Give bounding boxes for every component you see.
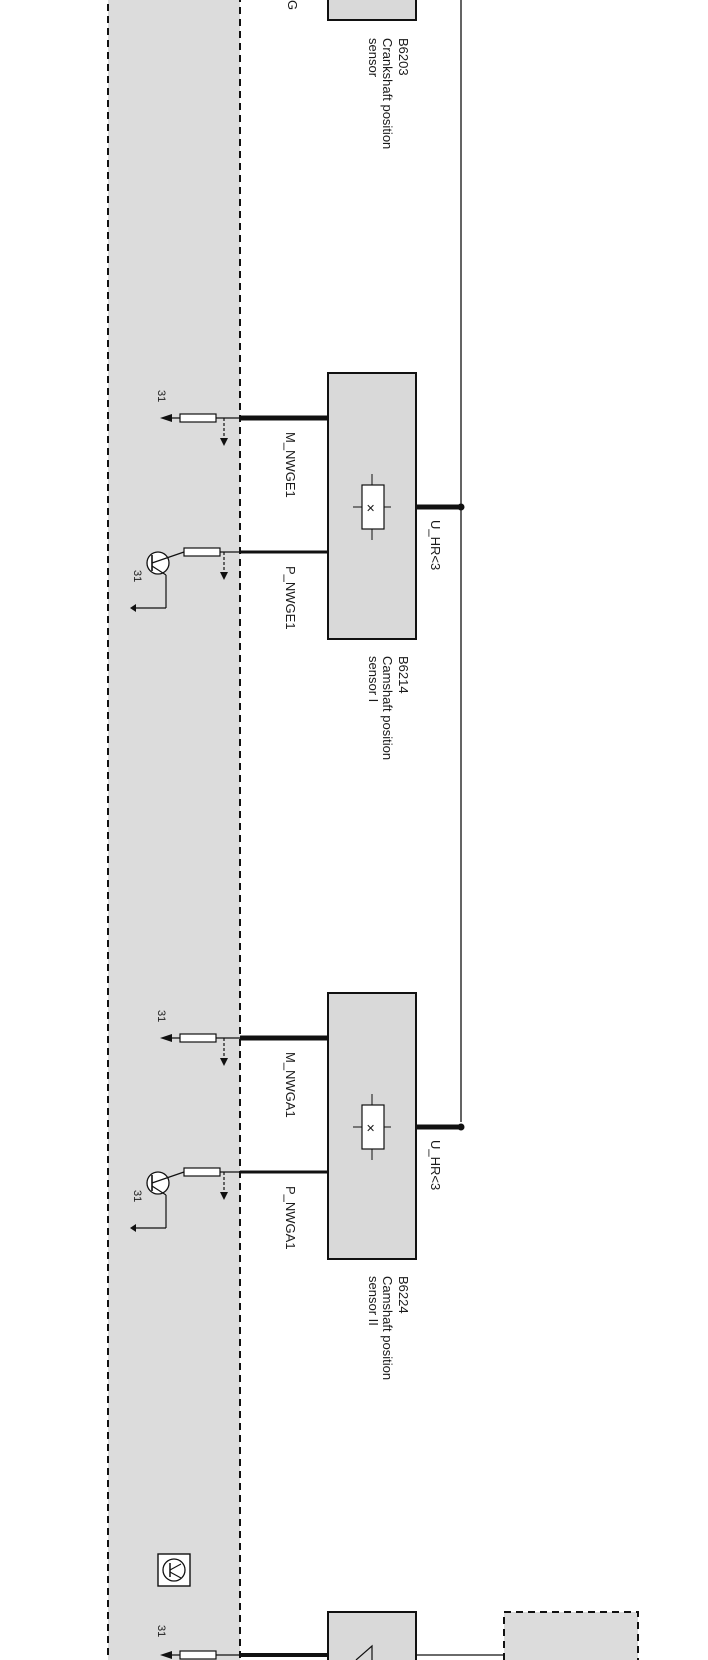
- transistor-icon: [146, 551, 170, 575]
- cam1-label: B6214 Camshaft position sensor I: [366, 656, 411, 760]
- cam2-transistor: [130, 1167, 240, 1232]
- camshaft-sensor-2-box: [327, 992, 417, 1260]
- camshaft-sensor-2-group: ✕ U_HR<3 M_NWGA1 P_NWGA1 31: [130, 992, 465, 1380]
- crankshaft-name-2: sensor: [366, 38, 381, 78]
- hall-sensor-icon: ✕: [353, 474, 391, 540]
- ground-arrow-icon: [160, 414, 172, 422]
- cam2-name-1: Camshaft position: [380, 1276, 395, 1380]
- cam1-ground-31: 31: [155, 390, 167, 402]
- svg-text:✕: ✕: [366, 1123, 375, 1135]
- resistor-icon: [179, 1033, 217, 1043]
- crankshaft-id: B6203: [396, 38, 411, 76]
- crankshaft-sensor-box: [327, 0, 417, 21]
- cam2-positive-signal: P_NWGA1: [283, 1186, 298, 1250]
- resistor-icon: [179, 1650, 217, 1660]
- cam1-id: B6214: [396, 656, 411, 694]
- cam1-transistor-31: 31: [131, 570, 143, 582]
- ground-arrow-icon: [160, 1034, 172, 1042]
- cam2-label: B6224 Camshaft position sensor II: [366, 1276, 411, 1380]
- cam2-ground-signal: M_NWGA1: [283, 1052, 298, 1118]
- camshaft-sensor-1-group: ✕ U_HR<3 M_NWGE1 P_NWGE1 31: [130, 372, 465, 760]
- partial-left-label: G: [285, 0, 300, 10]
- hall-sensor-icon: ✕: [353, 1094, 391, 1160]
- cam1-supply-label: U_HR<3: [428, 520, 443, 570]
- crankshaft-name-1: Crankshaft position: [380, 38, 395, 149]
- resistor-icon: [179, 413, 217, 423]
- control-unit-panel: [107, 0, 241, 1660]
- cam2-name-2: sensor II: [366, 1276, 381, 1326]
- svg-text:✕: ✕: [366, 503, 375, 515]
- resistor-icon: [183, 1167, 221, 1177]
- cam1-positive-signal: P_NWGE1: [283, 566, 298, 630]
- cam2-supply-label: U_HR<3: [428, 1140, 443, 1190]
- cam2-ground-resistor: [160, 1033, 240, 1066]
- shield-icon: [157, 1553, 191, 1587]
- bottom-dashed-module: [503, 1611, 639, 1660]
- cam2-ground-31: 31: [155, 1010, 167, 1022]
- bottom-component: [160, 1611, 639, 1660]
- cam1-ground-resistor: [160, 413, 240, 446]
- cam2-id: B6224: [396, 1276, 411, 1314]
- resistor-icon: [183, 547, 221, 557]
- transistor-icon: [146, 1171, 170, 1195]
- crankshaft-label: B6203 Crankshaft position sensor: [366, 38, 411, 149]
- bottom-ground-31: 31: [155, 1625, 167, 1637]
- cam1-transistor: [130, 547, 240, 612]
- cam2-transistor-31: 31: [131, 1190, 143, 1202]
- cam1-ground-signal: M_NWGE1: [283, 432, 298, 498]
- cam1-name-1: Camshaft position: [380, 656, 395, 760]
- cam1-name-2: sensor I: [366, 656, 381, 702]
